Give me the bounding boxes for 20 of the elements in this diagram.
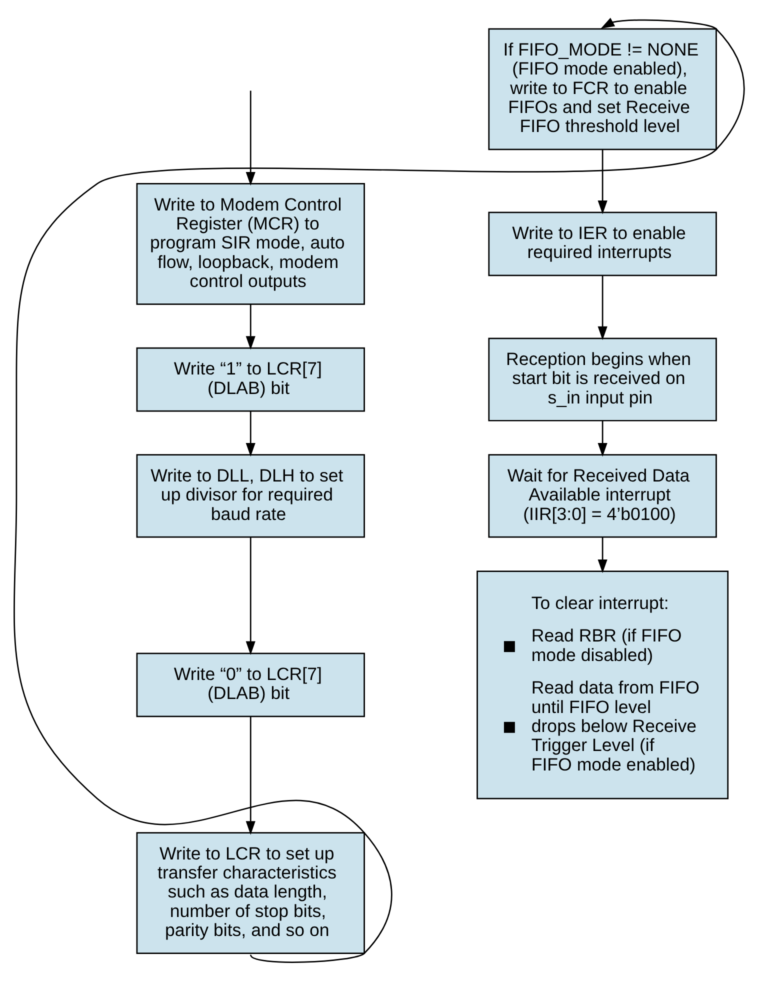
arrow (246, 536, 256, 654)
node-box: If FIFO_MODE != NONE (FIFO mode enabled), write to FCR to enable FIFOs and set Receive FIFO threshold level (488, 28, 717, 150)
arrow (246, 304, 256, 350)
arrow (598, 420, 608, 456)
node-box: To clear interrupt: Read RBR (if FIFO mode disabled) Read data from FIFO until FIFO level drops below Receive Trigger Level (if FIFO mode enabled) (476, 570, 729, 799)
arrow (246, 410, 256, 456)
arrow (246, 90, 256, 186)
node-box: Write to LCR to set up transfer characteristics such as data length, number of stop bits, parity bits, and so on (136, 832, 365, 954)
node-box: Write “1” to LCR[7] (DLAB) bit (136, 346, 365, 412)
arrow (598, 149, 608, 214)
node-box: Write to IER to enable required interrupts (488, 211, 717, 276)
node-box: Write “0” to LCR[7] (DLAB) bit (136, 652, 365, 717)
node-box: Wait for Received Data Available interrupt (IIR[3:0] = 4’b0100) (488, 454, 717, 538)
node-box: Write to DLL, DLH to set up divisor for required baud rate (136, 454, 365, 538)
node-box: Write to Modem Control Register (MCR) to program SIR mode, auto flow, loopback, modem control outputs (136, 182, 365, 304)
node-box: Reception begins when start bit is received on s_in input pin (488, 337, 717, 421)
arrow (598, 274, 608, 340)
arrow (14, 17, 745, 962)
arrow (246, 716, 256, 834)
arrow (598, 536, 608, 573)
